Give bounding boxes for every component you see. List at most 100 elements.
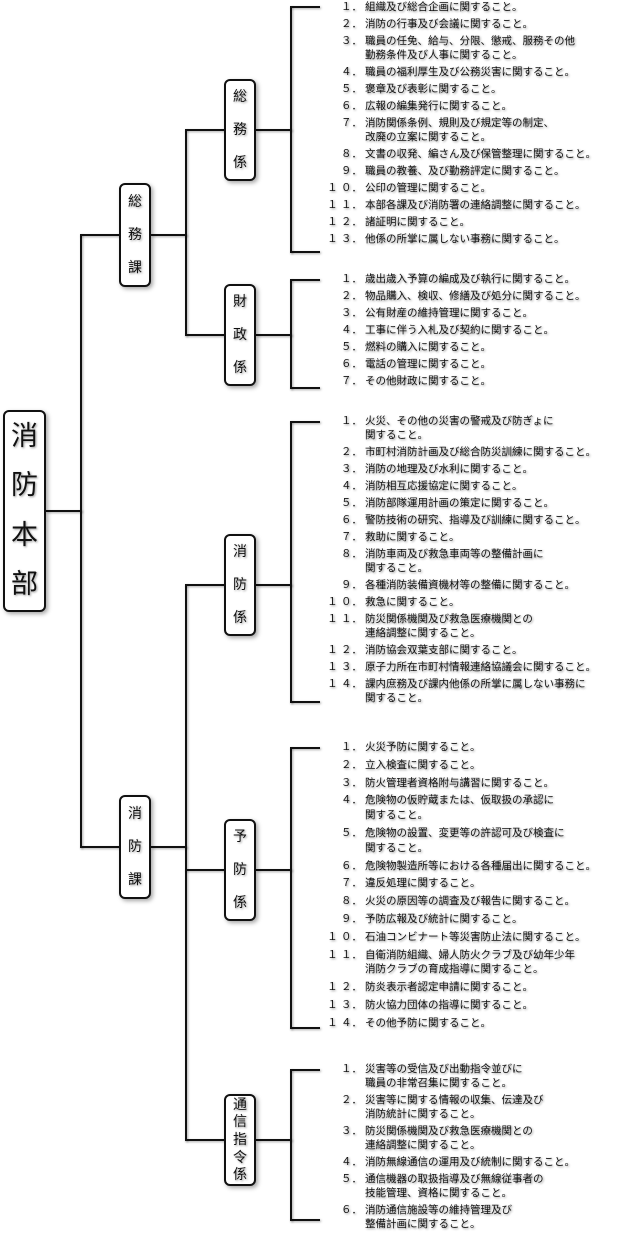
- duty-item: ７．消防関係条例、規則及び規定等の制定、 改廃の立案に関すること。: [316, 116, 628, 144]
- duty-item: ６．広報の編集発行に関すること。: [316, 99, 628, 113]
- connector: [290, 279, 320, 281]
- duty-item-number: ２．: [341, 18, 362, 30]
- duty-item-text: 予防広報及び統計に関すること。: [365, 912, 523, 925]
- duty-item-number: ２．: [341, 290, 362, 302]
- duty-item-number: ７．: [341, 117, 362, 129]
- duty-item-number: ２．: [341, 446, 362, 458]
- duty-item-text: 褒章及び表彰に関すること。: [365, 83, 502, 95]
- duty-item: ２．災害等に関する情報の収集、伝達及び 消防統計に関すること。: [316, 1093, 628, 1121]
- duty-item: ３．防災関係機関及び救急医療機関との 連絡調整に関すること。: [316, 1124, 628, 1152]
- duty-item: ６．危険物製造所等における各種届出に関すること。: [316, 859, 628, 874]
- duty-item-number: １ １．: [327, 199, 362, 211]
- duty-item-number: １ ２．: [327, 981, 362, 994]
- connector: [80, 846, 120, 848]
- duty-item: ５．褒章及び表彰に関すること。: [316, 82, 628, 96]
- box-label-char: 課: [128, 872, 142, 889]
- box-label-char: 令: [233, 1149, 247, 1166]
- duty-item-text: 公有財産の維持管理に関すること。: [365, 307, 533, 319]
- duty-item-text: 防火協力団体の指導に関すること。: [365, 998, 533, 1011]
- division-box-shobo: 消防課: [119, 795, 151, 899]
- connector: [290, 1219, 320, 1221]
- box-label-char: 消: [233, 544, 247, 561]
- duty-item-text: 職員の福利厚生及び公務災害に関すること。: [365, 66, 575, 78]
- duty-item-number: １ ４．: [327, 1016, 362, 1029]
- duty-item-text: 警防技術の研究、指導及び訓練に関すること。: [365, 514, 586, 526]
- duty-item-number: １．: [341, 1063, 362, 1075]
- connector: [290, 421, 292, 703]
- duty-item-number: ９．: [341, 579, 362, 591]
- duty-item: ９．職員の教養、及び勤務評定に関すること。: [316, 164, 628, 178]
- duty-item-number: １．: [341, 1, 362, 13]
- duty-item-number: ６．: [341, 100, 362, 112]
- box-label-char: 財: [233, 294, 247, 311]
- duty-item-number: １．: [341, 273, 362, 285]
- duty-item-text: 災害等に関する情報の収集、伝達及び 消防統計に関すること。: [365, 1094, 544, 1120]
- duty-item-text: 自衛消防組織、婦人防火クラブ及び幼年少年 消防クラブの育成指導に関すること。: [365, 948, 575, 976]
- connector: [290, 6, 320, 8]
- connector: [151, 846, 187, 848]
- duty-item-text: 火災、その他の災害の警戒及び防ぎょに 関すること。: [365, 415, 554, 441]
- connector: [185, 129, 187, 336]
- box-label-char: 防: [128, 838, 142, 855]
- connector: [185, 584, 187, 1141]
- duty-item-text: 各種消防装備資機材等の整備に関すること。: [365, 579, 575, 591]
- duty-item: ４．職員の福利厚生及び公務災害に関すること。: [316, 65, 628, 79]
- box-label-char: 務: [233, 121, 247, 138]
- duty-item: ９．各種消防装備資機材等の整備に関すること。: [316, 578, 628, 592]
- connector: [185, 334, 225, 336]
- duty-item-text: 工事に伴う入札及び契約に関すること。: [365, 324, 554, 336]
- duty-item: ６．電話の管理に関すること。: [316, 357, 628, 371]
- duty-item-number: ６．: [341, 1204, 362, 1216]
- duty-item: ７．違反処理に関すること。: [316, 876, 628, 891]
- duty-item-number: ９．: [341, 165, 362, 177]
- duty-item: ７．その他財政に関すること。: [316, 374, 628, 388]
- box-label-char: 係: [233, 359, 247, 376]
- duty-item-text: 防火管理者資格附与講習に関すること。: [365, 776, 554, 789]
- duty-item-text: 職員の任免、給与、分限、懲戒、服務その他 勤務条件及び人事に関すること。: [365, 35, 575, 61]
- duty-item-text: 消防関係条例、規則及び規定等の制定、 改廃の立案に関すること。: [365, 117, 554, 143]
- box-label-char: 通: [233, 1096, 247, 1113]
- box-label-char: 信: [233, 1114, 247, 1131]
- box-label-char: 係: [233, 154, 247, 171]
- connector: [80, 234, 82, 848]
- duty-item: １ １．本部各課及び消防署の連絡調整に関すること。: [316, 198, 628, 212]
- duty-item-number: ９．: [341, 912, 362, 925]
- duty-item-text: 通信機器の取扱指導及び無線従事者の 技能管理、資格に関すること。: [365, 1173, 544, 1199]
- duty-item: ５．危険物の設置、変更等の許認可及び検査に 関すること。: [316, 826, 628, 856]
- duty-item-number: ６．: [341, 514, 362, 526]
- duty-item-number: ３．: [341, 463, 362, 475]
- duty-item: ７．救助に関すること。: [316, 530, 628, 544]
- duty-item-text: 電話の管理に関すること。: [365, 358, 491, 370]
- duty-item-text: 救助に関すること。: [365, 531, 460, 543]
- connector: [290, 701, 320, 703]
- duty-item-number: １ ２．: [327, 644, 362, 656]
- duty-item-text: その他財政に関すること。: [365, 375, 491, 387]
- duty-item-number: １ ４．: [327, 678, 362, 690]
- section-box-zaisei: 財政係: [224, 284, 256, 386]
- duty-item-text: 火災予防に関すること。: [365, 741, 481, 753]
- duty-item-number: ５．: [341, 83, 362, 95]
- duty-item-text: 組織及び総合企画に関すること。: [365, 1, 523, 13]
- connector: [256, 129, 292, 131]
- duty-item-text: 立入検査に関すること。: [365, 758, 481, 771]
- duty-item: １ ３．防火協力団体の指導に関すること。: [316, 998, 628, 1013]
- duty-item-text: 危険物の設置、変更等の許認可及び検査に 関すること。: [365, 826, 565, 854]
- duty-item: ３．防火管理者資格附与講習に関すること。: [316, 776, 628, 791]
- duty-item-number: ４．: [341, 480, 362, 492]
- division-box-soumu: 総務課: [119, 183, 151, 287]
- duty-item: ５．通信機器の取扱指導及び無線従事者の 技能管理、資格に関すること。: [316, 1172, 628, 1200]
- duty-item-number: ４．: [341, 794, 362, 807]
- duty-item: ６．警防技術の研究、指導及び訓練に関すること。: [316, 513, 628, 527]
- duty-item: ５．消防部隊運用計画の策定に関すること。: [316, 496, 628, 510]
- connector: [256, 334, 292, 336]
- duty-item-number: ４．: [341, 324, 362, 336]
- box-label-char: 本: [11, 519, 38, 551]
- duty-item: １．災害等の受信及び出動指令並びに 職員の非常召集に関すること。: [316, 1062, 628, 1090]
- duty-item-number: ７．: [341, 531, 362, 543]
- duty-item-text: 防炎表示者認定申請に関すること。: [365, 981, 533, 994]
- duty-item: １．火災、その他の災害の警戒及び防ぎょに 関すること。: [316, 414, 628, 442]
- duty-item-text: 消防相互応援協定に関すること。: [365, 480, 523, 492]
- duty-item: １ ０．救急に関すること。: [316, 595, 628, 609]
- duty-item: ２．消防の行事及び会議に関すること。: [316, 17, 628, 31]
- connector: [290, 1027, 320, 1029]
